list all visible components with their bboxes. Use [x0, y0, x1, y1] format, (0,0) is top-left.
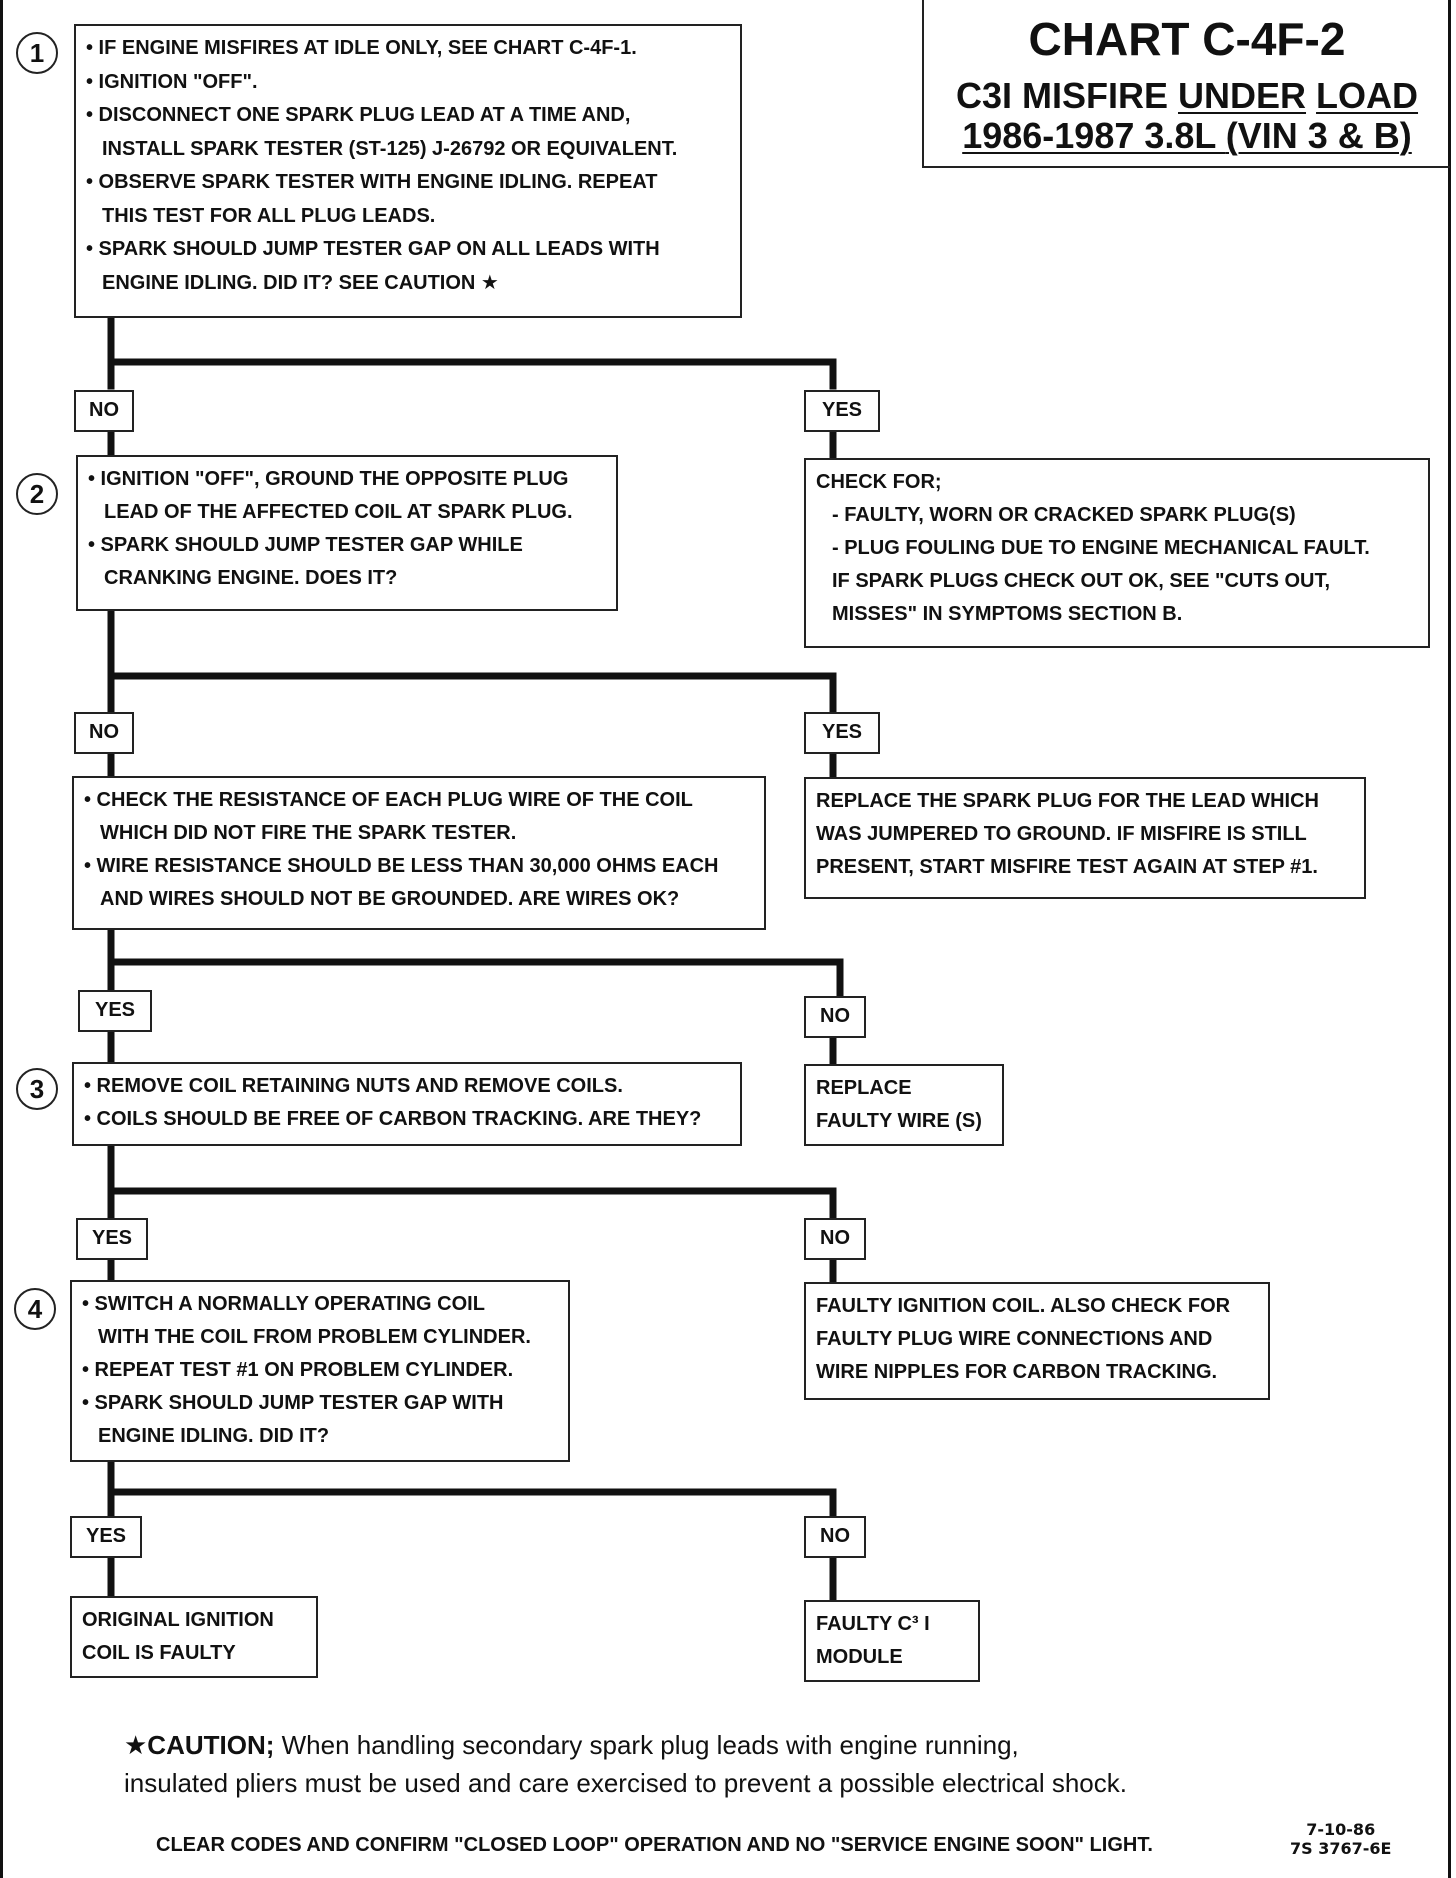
resistance-line: WHICH DID NOT FIRE THE SPARK TESTER. — [100, 822, 517, 844]
step4-line: • REPEAT TEST #1 ON PROBLEM CYLINDER. — [82, 1359, 514, 1381]
document-date: 7-10-86 — [1306, 1820, 1376, 1839]
step4-line: ENGINE IDLING. DID IT? — [98, 1425, 330, 1447]
faulty-module-box: FAULTY C³ I MODULE — [804, 1600, 980, 1682]
label-yes-2: YES — [804, 712, 880, 754]
subtitle-1-prefix: C3I MISFIRE — [955, 75, 1178, 116]
step1-box: • IF ENGINE MISFIRES AT IDLE ONLY, SEE C… — [74, 24, 742, 318]
step2-line: CRANKING ENGINE. DOES IT? — [104, 567, 398, 589]
resistance-line: AND WIRES SHOULD NOT BE GROUNDED. ARE WI… — [100, 888, 680, 910]
connector-3-no — [107, 958, 844, 1000]
step4-line: • SPARK SHOULD JUMP TESTER GAP WITH — [82, 1392, 504, 1414]
step3-box: • REMOVE COIL RETAINING NUTS AND REMOVE … — [72, 1062, 742, 1146]
resistance-check-box: • CHECK THE RESISTANCE OF EACH PLUG WIRE… — [72, 776, 766, 930]
step2-line: • IGNITION "OFF", GROUND THE OPPOSITE PL… — [88, 468, 569, 490]
step1-line: • IGNITION "OFF". — [86, 70, 258, 93]
step-number-4: 4 — [14, 1288, 56, 1330]
step-number-2: 2 — [16, 473, 58, 515]
step1-line: ENGINE IDLING. DID IT? SEE CAUTION ★ — [102, 271, 499, 294]
document-number: 7S 3767-6E — [1290, 1839, 1392, 1858]
faulty-module-line: FAULTY C³ I — [816, 1613, 930, 1635]
caution-note: ★CAUTION; When handling secondary spark … — [124, 1726, 1304, 1802]
chart-subtitle-2: 1986-1987 3.8L (VIN 3 & B) — [924, 116, 1450, 156]
chart-title: CHART C-4F-2 — [1028, 13, 1346, 65]
label-no-3: NO — [804, 996, 866, 1038]
original-coil-line: COIL IS FAULTY — [82, 1642, 236, 1664]
replace-plug-line: PRESENT, START MISFIRE TEST AGAIN AT STE… — [816, 856, 1318, 878]
connector-2-yes — [107, 672, 837, 716]
page-border-right — [1448, 0, 1451, 1878]
label-no-4: NO — [804, 1218, 866, 1260]
step-number-3: 3 — [16, 1068, 58, 1110]
subtitle-2-vin: (VIN 3 & B) — [1225, 115, 1412, 156]
faulty-coil-line: FAULTY IGNITION COIL. ALSO CHECK FOR — [816, 1295, 1231, 1317]
step2-line: LEAD OF THE AFFECTED COIL AT SPARK PLUG. — [104, 501, 573, 523]
caution-text-2: insulated pliers must be used and care e… — [124, 1768, 1127, 1798]
subtitle-2-prefix: 1986-1987 3.8L — [962, 115, 1226, 156]
label-yes-5: YES — [70, 1516, 142, 1558]
connector-1-yes — [107, 358, 837, 390]
step4-line: WITH THE COIL FROM PROBLEM CYLINDER. — [98, 1326, 531, 1348]
subtitle-1-space — [1306, 75, 1316, 116]
caution-line-1: ★CAUTION; When handling secondary spark … — [124, 1726, 1304, 1764]
label-yes-1: YES — [804, 390, 880, 432]
faulty-coil-line: WIRE NIPPLES FOR CARBON TRACKING. — [816, 1361, 1218, 1383]
step4-box: • SWITCH A NORMALLY OPERATING COIL WITH … — [70, 1280, 570, 1462]
step2-line: • SPARK SHOULD JUMP TESTER GAP WHILE — [88, 534, 523, 556]
subtitle-1-under: UNDER — [1178, 75, 1307, 116]
replace-spark-plug-box: REPLACE THE SPARK PLUG FOR THE LEAD WHIC… — [804, 777, 1366, 899]
step3-line: • REMOVE COIL RETAINING NUTS AND REMOVE … — [84, 1075, 623, 1097]
step1-line: • IF ENGINE MISFIRES AT IDLE ONLY, SEE C… — [86, 37, 637, 59]
step1-line: • DISCONNECT ONE SPARK PLUG LEAD AT A TI… — [86, 104, 631, 126]
step1-line: INSTALL SPARK TESTER (ST-125) J-26792 OR… — [102, 137, 678, 160]
check-for-line: - FAULTY, WORN OR CRACKED SPARK PLUG(S) — [832, 504, 1296, 526]
step1-line: • OBSERVE SPARK TESTER WITH ENGINE IDLIN… — [86, 171, 658, 193]
document-code: 7-10-86 7S 3767-6E — [1290, 1820, 1391, 1858]
label-no-1: NO — [74, 390, 134, 432]
replace-wire-line: REPLACE — [816, 1077, 912, 1099]
check-for-line: CHECK FOR; — [816, 471, 942, 493]
step-number-1: 1 — [16, 32, 58, 74]
replace-plug-line: REPLACE THE SPARK PLUG FOR THE LEAD WHIC… — [816, 790, 1319, 812]
connector-4-no — [107, 1187, 837, 1220]
step3-line: • COILS SHOULD BE FREE OF CARBON TRACKIN… — [84, 1108, 702, 1130]
check-for-line: - PLUG FOULING DUE TO ENGINE MECHANICAL … — [832, 537, 1370, 559]
step1-line: THIS TEST FOR ALL PLUG LEADS. — [102, 204, 436, 227]
label-yes-4: YES — [76, 1218, 148, 1260]
chart-subtitle-1: C3I MISFIRE UNDER LOAD — [924, 76, 1450, 116]
faulty-coil-line: FAULTY PLUG WIRE CONNECTIONS AND — [816, 1328, 1213, 1350]
check-for-box: CHECK FOR; - FAULTY, WORN OR CRACKED SPA… — [804, 458, 1430, 648]
label-yes-3: YES — [78, 990, 152, 1032]
check-for-line: MISSES" IN SYMPTOMS SECTION B. — [832, 603, 1183, 625]
resistance-line: • WIRE RESISTANCE SHOULD BE LESS THAN 30… — [84, 855, 719, 877]
caution-heading: ★CAUTION; — [124, 1730, 275, 1760]
replace-wire-line: FAULTY WIRE (S) — [816, 1110, 982, 1132]
original-coil-faulty-box: ORIGINAL IGNITION COIL IS FAULTY — [70, 1596, 318, 1678]
step2-box: • IGNITION "OFF", GROUND THE OPPOSITE PL… — [76, 455, 618, 611]
page-border-left — [0, 0, 3, 1878]
resistance-line: • CHECK THE RESISTANCE OF EACH PLUG WIRE… — [84, 789, 693, 811]
chart-title-block: CHART C-4F-2 C3I MISFIRE UNDER LOAD 1986… — [922, 0, 1450, 168]
faulty-module-line: MODULE — [816, 1646, 903, 1668]
faulty-ignition-coil-box: FAULTY IGNITION COIL. ALSO CHECK FOR FAU… — [804, 1282, 1270, 1400]
subtitle-1-load: LOAD — [1316, 75, 1419, 116]
check-for-line: IF SPARK PLUGS CHECK OUT OK, SEE "CUTS O… — [832, 570, 1331, 592]
step1-line: • SPARK SHOULD JUMP TESTER GAP ON ALL LE… — [86, 238, 660, 260]
connector-5-no — [107, 1488, 837, 1520]
replace-plug-line: WAS JUMPERED TO GROUND. IF MISFIRE IS ST… — [816, 823, 1307, 845]
footer-instruction: CLEAR CODES AND CONFIRM "CLOSED LOOP" OP… — [156, 1834, 1153, 1856]
original-coil-line: ORIGINAL IGNITION — [82, 1609, 274, 1631]
caution-text-1: When handling secondary spark plug leads… — [274, 1730, 1019, 1760]
replace-wire-box: REPLACE FAULTY WIRE (S) — [804, 1064, 1004, 1146]
label-no-5: NO — [804, 1516, 866, 1558]
label-no-2: NO — [74, 712, 134, 754]
step4-line: • SWITCH A NORMALLY OPERATING COIL — [82, 1293, 485, 1315]
